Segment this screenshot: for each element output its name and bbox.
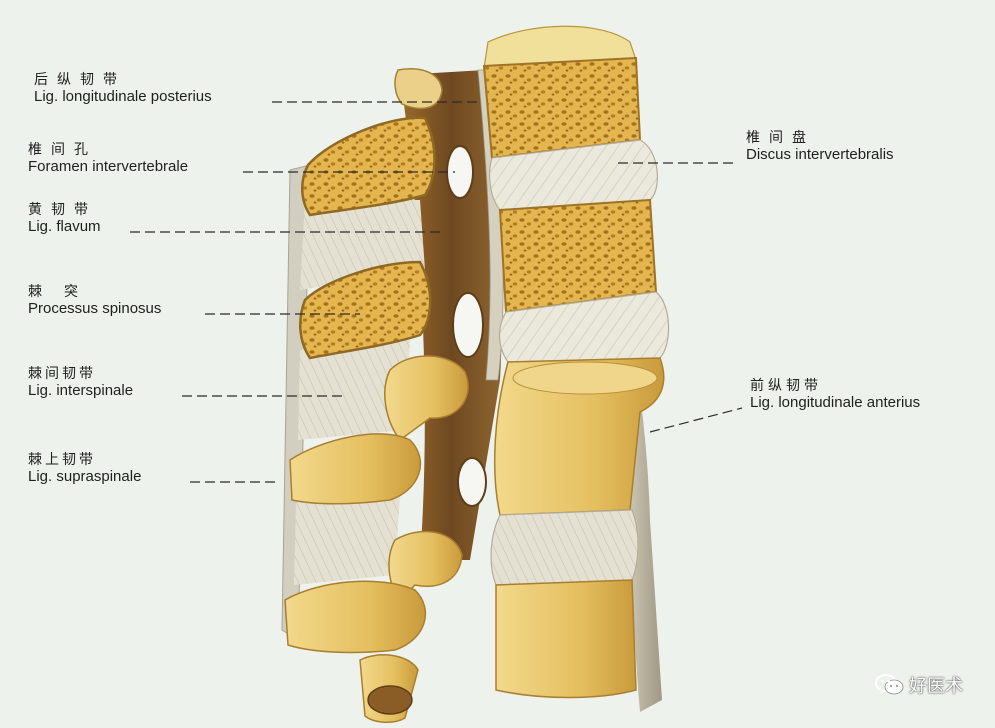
interspinous-ligament-3: [294, 495, 400, 585]
intervertebral-foramen-1: [446, 145, 474, 199]
leader-anterior-ligament: [649, 407, 743, 433]
label-zh: 棘间韧带: [28, 366, 96, 382]
label-flavum: 黄韧带 Lig. flavum: [28, 202, 101, 235]
label-zh: 黄韧带: [28, 202, 97, 218]
label-spinous-process: 棘突 Processus spinosus: [28, 284, 161, 317]
leader-lines: [130, 101, 743, 483]
intervertebral-foramen-2: [452, 292, 484, 358]
label-disc: 椎间盘 Discus intervertebralis: [746, 130, 894, 163]
articular-process-2: [388, 530, 463, 602]
vertebral-body-4: [495, 579, 637, 699]
label-zh: 前纵韧带: [750, 378, 822, 394]
label-zh: 椎间盘: [746, 130, 815, 146]
label-la: Lig. flavum: [28, 218, 101, 236]
label-anterior-ligament: 前纵韧带 Lig. longitudinale anterius: [750, 378, 920, 411]
label-zh: 椎间孔: [28, 142, 97, 158]
label-la: Lig. interspinale: [28, 382, 134, 400]
label-la: Discus intervertebralis: [746, 146, 894, 164]
articular-process-1: [384, 355, 469, 442]
label-supraspinal: 棘上韧带 Lig. supraspinale: [28, 452, 141, 485]
wechat-icon: [875, 674, 904, 695]
watermark: 好医术: [875, 672, 963, 698]
interspinous-ligament-2: [298, 340, 410, 440]
endplate-ring: [512, 361, 658, 395]
label-posterior-ligament: 后纵韧带 Lig. longitudinale posterius: [34, 72, 212, 105]
upper-process: [394, 68, 443, 110]
label-zh: 后纵韧带: [34, 72, 126, 88]
label-intervertebral-foramen: 椎间孔 Foramen intervertebrale: [28, 142, 188, 175]
label-la: Lig. longitudinale posterius: [34, 88, 212, 106]
spinous-process-4: [284, 580, 426, 654]
intervertebral-foramen-3: [457, 457, 487, 507]
sacral-cut: [367, 685, 413, 715]
label-la: Lig. longitudinale anterius: [750, 394, 921, 412]
label-la: Foramen intervertebrale: [28, 158, 189, 176]
vertebral-body-cap: [483, 25, 637, 69]
spinous-process-2: [299, 260, 432, 360]
label-la: Lig. supraspinale: [28, 468, 142, 486]
watermark-text: 好医术: [909, 676, 963, 697]
disc-3: [490, 509, 639, 586]
label-zh: 棘上韧带: [28, 452, 96, 468]
spinous-process-1: [301, 116, 436, 217]
label-interspinal: 棘间韧带 Lig. interspinale: [28, 366, 133, 399]
label-zh: 棘突: [28, 284, 100, 300]
label-la: Processus spinosus: [28, 300, 162, 318]
spinous-process-3: [289, 433, 421, 505]
